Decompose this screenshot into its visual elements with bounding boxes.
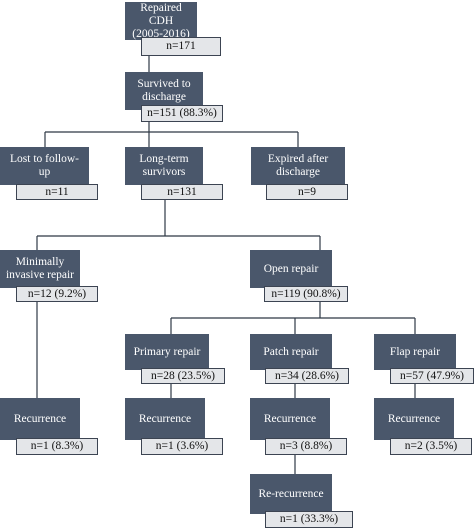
node-label: Recurrence — [374, 398, 454, 440]
node-count: n=151 (88.3%) — [141, 105, 223, 122]
node-label: Expired after discharge — [251, 147, 345, 185]
node-label: Open repair — [250, 250, 332, 288]
node-count: n=34 (28.6%) — [265, 368, 349, 384]
node-label: Primary repair — [125, 334, 209, 370]
node-label: Recurrence — [250, 398, 330, 440]
node-count: n=12 (9.2%) — [16, 286, 98, 302]
node-label: Recurrence — [125, 398, 205, 440]
node-count: n=2 (3.5%) — [390, 438, 472, 455]
node-count: n=1 (3.6%) — [141, 438, 223, 455]
node-label: Survived to discharge — [125, 72, 203, 110]
node-count: n=131 — [141, 184, 223, 200]
node-label: Long-term survivors — [125, 147, 203, 185]
node-count: n=171 — [141, 37, 221, 56]
node-count: n=9 — [266, 184, 348, 200]
node-count: n=11 — [16, 184, 98, 200]
node-count: n=1 (33.3%) — [265, 511, 353, 528]
node-label: Repaired CDH (2005-2016) — [125, 2, 197, 40]
node-label: Lost to follow- up — [0, 147, 89, 185]
node-count: n=119 (90.8%) — [264, 286, 348, 302]
node-label: Recurrence — [0, 398, 80, 440]
node-label: Minimally invasive repair — [0, 250, 80, 288]
node-count: n=57 (47.9%) — [390, 368, 474, 384]
node-count: n=3 (8.8%) — [265, 438, 347, 455]
node-label: Flap repair — [374, 334, 456, 370]
node-label: Patch repair — [250, 334, 332, 370]
node-label: Re-recurrence — [250, 474, 332, 514]
node-count: n=1 (8.3%) — [16, 438, 98, 455]
node-count: n=28 (23.5%) — [141, 368, 225, 384]
